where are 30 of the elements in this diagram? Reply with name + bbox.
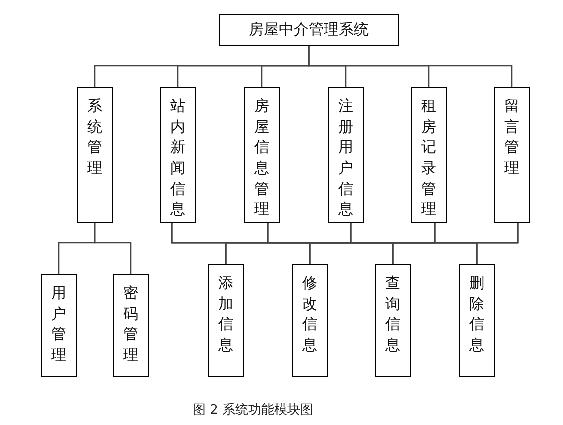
module-box xyxy=(292,264,328,377)
module-label: 添加信息 xyxy=(218,273,234,356)
module-label: 系统管理 xyxy=(88,96,102,179)
module-box xyxy=(41,274,77,377)
figure-caption: 图 2 系统功能模块图 xyxy=(193,402,314,419)
module-box xyxy=(219,14,399,46)
connector-line xyxy=(476,223,519,264)
module-box xyxy=(208,264,244,377)
connector-line xyxy=(94,223,132,274)
module-label: 删除信息 xyxy=(470,273,484,356)
module-label: 站内新闻信息 xyxy=(170,96,186,220)
module-box xyxy=(113,274,149,377)
module-box xyxy=(411,87,447,223)
module-box xyxy=(375,264,411,377)
module-box xyxy=(328,87,364,223)
module-box xyxy=(494,87,530,223)
module-label: 注册用户信息 xyxy=(338,96,354,220)
module-label: 用户管理 xyxy=(52,283,66,366)
module-label: 房屋信息管理 xyxy=(254,96,270,220)
module-label: 查询信息 xyxy=(386,273,400,356)
connector-line xyxy=(308,46,513,87)
module-label: 留言管理 xyxy=(504,96,520,179)
module-box xyxy=(160,87,196,223)
module-label: 密码管理 xyxy=(124,283,138,366)
module-label: 修改信息 xyxy=(302,273,318,356)
module-box xyxy=(459,264,495,377)
module-label: 房屋中介管理系统 xyxy=(248,20,370,40)
module-box xyxy=(244,87,280,223)
module-box xyxy=(77,87,113,223)
module-label: 租房记录管理 xyxy=(422,96,436,220)
